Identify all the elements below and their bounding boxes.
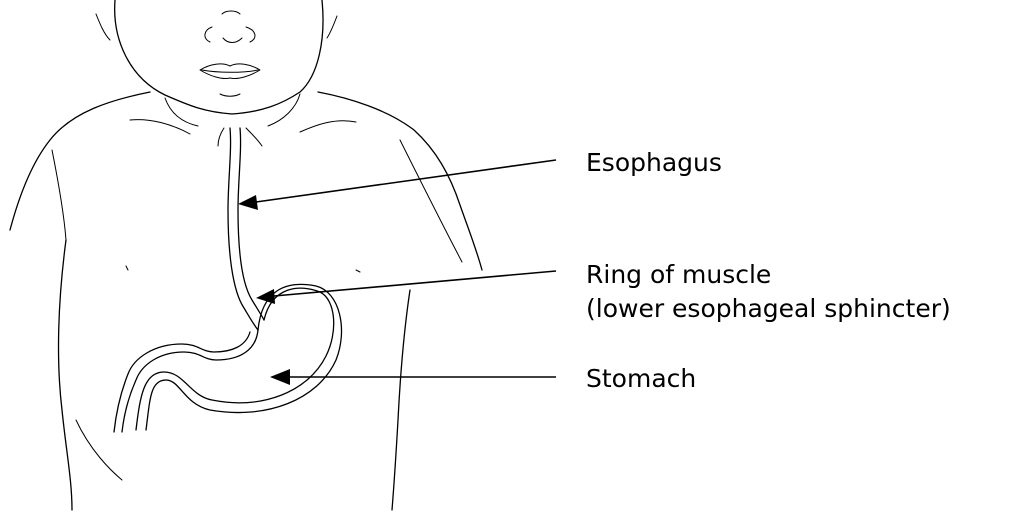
label-ring-line1: Ring of muscle: [586, 258, 951, 292]
armpit-left: [52, 150, 66, 240]
nipple-right: [356, 270, 360, 272]
mouth: [200, 64, 260, 79]
arrow-stomach: [270, 369, 556, 385]
stomach-outer: [146, 284, 342, 430]
nipple-left: [126, 266, 128, 270]
label-esophagus: Esophagus: [586, 146, 722, 180]
esophagus-top-left: [218, 128, 224, 146]
shoulder-right: [318, 92, 482, 270]
neck-right: [268, 94, 300, 126]
lower-curve: [76, 420, 122, 480]
arrow-esophagus: [238, 160, 556, 210]
torso-right: [392, 290, 410, 510]
shoulder-left: [10, 92, 150, 230]
nose: [205, 11, 255, 43]
ear-left: [96, 14, 110, 40]
esophagus-outer: [228, 128, 258, 330]
torso-left: [59, 240, 72, 510]
ear-right: [327, 16, 337, 38]
label-stomach: Stomach: [586, 362, 696, 396]
label-ring-of-muscle: Ring of muscle (lower esophageal sphinct…: [586, 258, 951, 326]
collar-left: [130, 120, 190, 134]
stomach-lower-curve-inner: [114, 332, 250, 432]
label-ring-line2: (lower esophageal sphincter): [586, 292, 951, 326]
esophagus-top-right: [246, 128, 262, 146]
collar-right: [300, 121, 356, 132]
arm-right: [400, 140, 462, 262]
chin: [220, 94, 240, 96]
head-outline: [115, 0, 323, 114]
stomach-inner: [136, 288, 334, 430]
esophagus-inner: [238, 128, 264, 320]
